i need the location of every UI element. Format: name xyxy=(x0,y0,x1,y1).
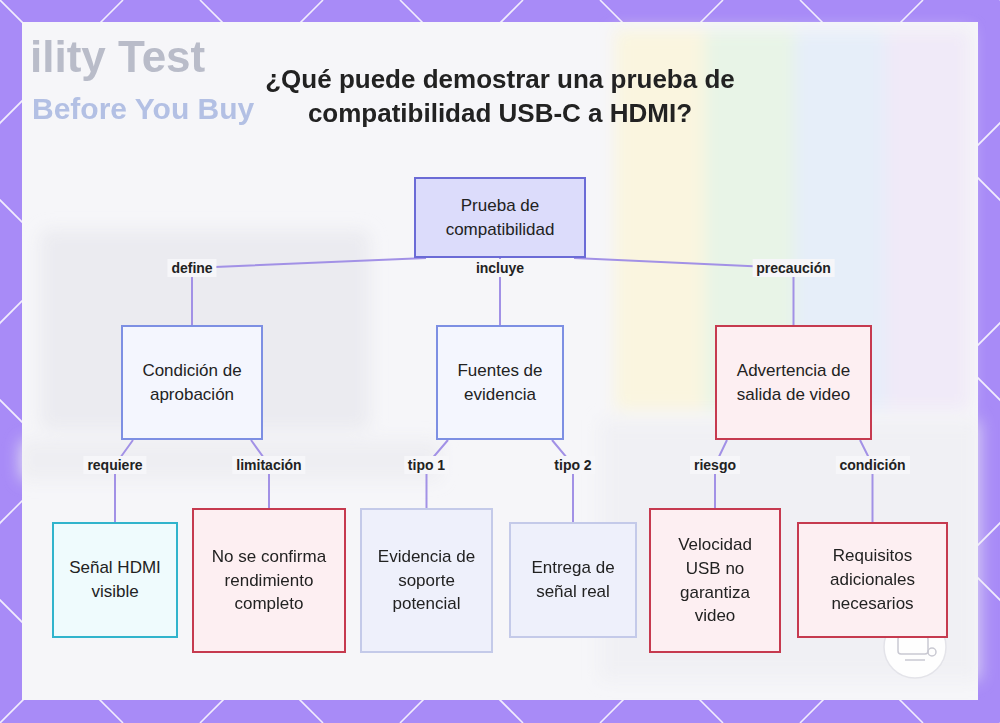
connector-label: riesgo xyxy=(690,456,740,474)
concept-box: Requisitos adicionales necesarios xyxy=(797,522,948,638)
connector-label: define xyxy=(167,259,216,277)
watermark-text: ility Test xyxy=(30,32,205,82)
concept-box: Entrega de señal real xyxy=(509,522,637,638)
node-text: Fuentes de evidencia xyxy=(448,359,552,407)
node-text: Evidencia de soporte potencial xyxy=(372,545,481,616)
concept-box: Prueba de compatibilidad xyxy=(414,177,586,258)
diagram-title: ¿Qué puede demostrar una prueba de compa… xyxy=(220,62,780,130)
connector-label: incluye xyxy=(472,259,528,277)
connector-label: limitación xyxy=(232,456,305,474)
connector-line xyxy=(115,440,133,522)
concept-box: Condición de aprobación xyxy=(121,325,263,440)
connector-line xyxy=(251,440,269,508)
node-text: Prueba de compatibilidad xyxy=(426,194,574,242)
concept-box: Evidencia de soporte potencial xyxy=(360,508,493,653)
connector-line xyxy=(192,258,426,325)
concept-box: Velocidad USB no garantiza video xyxy=(649,508,781,653)
node-text: Señal HDMI visible xyxy=(64,556,166,604)
node-text: Requisitos adicionales necesarios xyxy=(809,544,936,615)
connector-label: precaución xyxy=(752,259,835,277)
watermark-text: Before You Buy xyxy=(32,92,254,126)
node-text: No se confirma rendimiento completo xyxy=(204,545,334,616)
connector-line xyxy=(552,440,573,522)
node-text: Condición de aprobación xyxy=(133,359,251,407)
connector-line xyxy=(860,440,873,522)
node-text: Entrega de señal real xyxy=(521,556,625,604)
blurred-photo xyxy=(20,30,980,680)
concept-box: No se confirma rendimiento completo xyxy=(192,508,346,653)
node-text: Velocidad USB no garantiza video xyxy=(661,533,769,628)
connector-label: tipo 1 xyxy=(404,456,449,474)
concept-box: Advertencia de salida de video xyxy=(715,325,872,440)
node-text: Advertencia de salida de video xyxy=(727,359,860,407)
connector-label: requiere xyxy=(83,456,146,474)
panel xyxy=(22,22,978,700)
connector-line xyxy=(427,440,449,508)
concept-box: Señal HDMI visible xyxy=(52,522,178,638)
connector-label: condición xyxy=(835,456,909,474)
connector-label: tipo 2 xyxy=(550,456,595,474)
concept-box: Fuentes de evidencia xyxy=(436,325,564,440)
connector-line xyxy=(715,440,727,508)
